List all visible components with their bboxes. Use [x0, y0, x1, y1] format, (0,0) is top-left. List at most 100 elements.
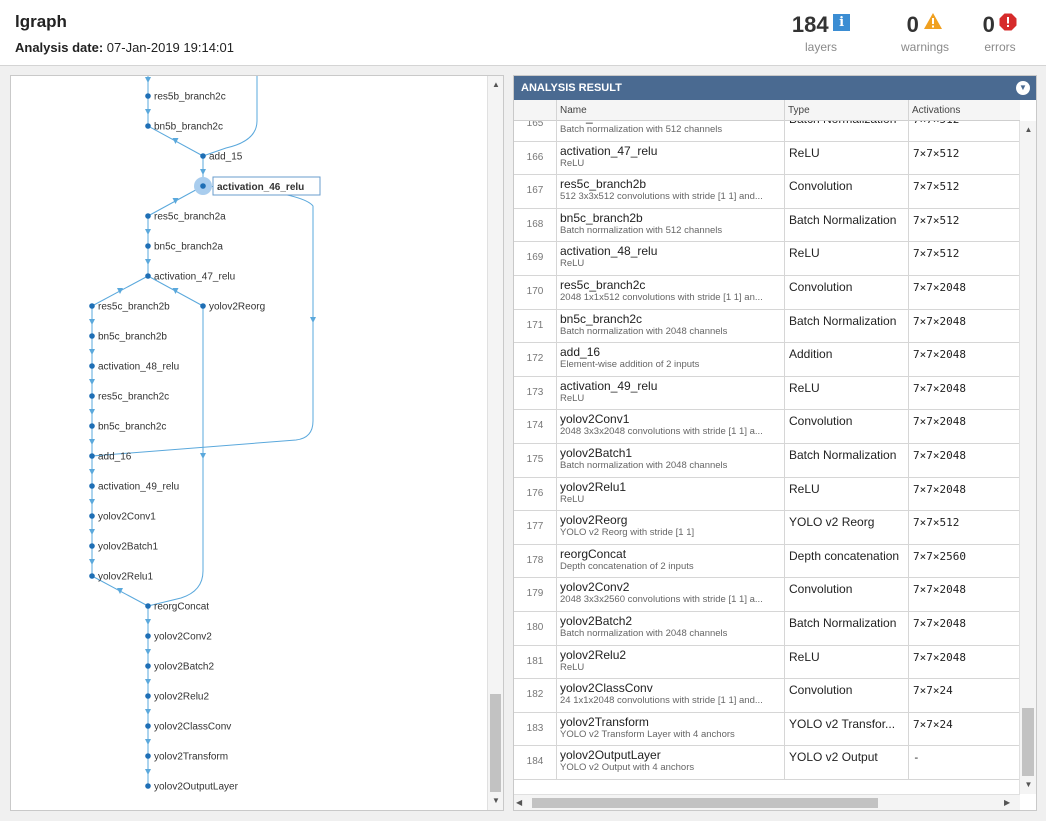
graph-node-dot[interactable] [89, 453, 95, 459]
scroll-down-icon[interactable]: ▼ [1024, 780, 1033, 789]
graph-node[interactable]: activation_47_relu [145, 272, 235, 283]
graph-node-dot[interactable] [89, 483, 95, 489]
graph-node[interactable]: activation_48_relu [89, 362, 179, 373]
layer-name: yolov2Batch2 [560, 613, 633, 628]
graph-scroll-thumb[interactable] [490, 694, 501, 792]
graph-node-dot[interactable] [145, 783, 151, 789]
graph-node[interactable]: yolov2Batch2 [145, 662, 214, 673]
graph-node-dot[interactable] [145, 753, 151, 759]
graph-node-dot[interactable] [89, 543, 95, 549]
graph-node[interactable]: reorgConcat [145, 602, 209, 613]
graph-node-dot[interactable] [145, 243, 151, 249]
scroll-down-icon[interactable]: ▼ [492, 796, 500, 805]
graph-node-dot[interactable] [89, 333, 95, 339]
graph-node[interactable]: add_16 [89, 452, 132, 463]
graph-node-dot[interactable] [145, 693, 151, 699]
layer-name: bn5c_branch2b [560, 210, 643, 225]
graph-node[interactable]: yolov2Reorg [200, 302, 265, 313]
graph-node-dot[interactable] [200, 303, 206, 309]
graph-node[interactable]: res5c_branch2a [145, 212, 226, 223]
table-horizontal-scrollbar[interactable]: ◀ ▶ [514, 794, 1020, 810]
graph-node-dot[interactable] [89, 393, 95, 399]
scroll-up-icon[interactable]: ▲ [492, 80, 500, 89]
graph-node-dot[interactable] [145, 273, 151, 279]
graph-node-dot[interactable] [200, 183, 206, 189]
collapse-icon[interactable]: ▼ [1016, 81, 1030, 95]
graph-node[interactable]: yolov2Conv2 [145, 632, 212, 643]
graph-node[interactable]: activation_49_relu [89, 482, 179, 493]
graph-node-dot[interactable] [145, 633, 151, 639]
graph-node[interactable]: res5c_branch2b [89, 302, 170, 313]
table-hscroll-thumb[interactable] [532, 798, 878, 808]
graph-node[interactable]: yolov2Batch1 [89, 542, 158, 553]
row-index: 169 [526, 252, 544, 264]
graph-node[interactable]: yolov2Transform [145, 752, 228, 763]
layer-graph[interactable]: res5b_branch2c bn5b_branch2c add_15activat… [11, 76, 489, 811]
edge-arrow [117, 588, 123, 594]
table-vertical-scrollbar[interactable]: ▲ ▼ [1019, 121, 1036, 794]
table-row[interactable]: 165bn5c_branch2aBatch normalization with… [514, 121, 1020, 142]
edge-arrow [89, 439, 95, 445]
graph-node[interactable]: activation_46_relu [194, 176, 321, 196]
graph-node[interactable]: bn5c_branch2a [145, 242, 223, 253]
column-header-index[interactable] [514, 100, 556, 121]
graph-node-dot[interactable] [89, 423, 95, 429]
graph-node-dot[interactable] [145, 123, 151, 129]
graph-vertical-scrollbar[interactable]: ▲ ▼ [487, 76, 503, 810]
scroll-up-icon[interactable]: ▲ [1024, 125, 1033, 134]
graph-node[interactable]: bn5c_branch2c [89, 422, 166, 433]
info-icon: i [833, 14, 851, 31]
column-header-name[interactable]: Name [556, 100, 784, 121]
scroll-right-icon[interactable]: ▶ [1004, 798, 1011, 807]
graph-node[interactable]: bn5c_branch2b [89, 332, 167, 343]
graph-node-label: activation_47_relu [154, 272, 235, 283]
graph-node-dot[interactable] [145, 213, 151, 219]
graph-node[interactable]: add_15 [200, 152, 243, 163]
graph-node-dot[interactable] [89, 513, 95, 519]
graph-node-dot[interactable] [89, 363, 95, 369]
layer-table[interactable]: 165bn5c_branch2aBatch normalization with… [514, 121, 1020, 794]
graph-node-dot[interactable] [145, 603, 151, 609]
column-header-activations[interactable]: Activations [908, 100, 1020, 121]
layer-type: Convolution [784, 175, 908, 208]
graph-node[interactable]: res5c_branch2c [89, 392, 169, 403]
column-header-type[interactable]: Type [784, 100, 908, 121]
graph-node[interactable]: yolov2Conv1 [89, 512, 156, 523]
graph-node-dot[interactable] [200, 153, 206, 159]
graph-node-dot[interactable] [145, 723, 151, 729]
graph-node[interactable]: yolov2Relu1 [89, 572, 153, 583]
graph-node-dot[interactable] [145, 93, 151, 99]
graph-node[interactable]: bn5b_branch2c [145, 122, 223, 133]
layers-count: 184 [791, 12, 829, 37]
graph-node[interactable]: yolov2ClassConv [145, 722, 231, 733]
graph-node-dot[interactable] [89, 573, 95, 579]
graph-node[interactable]: res5b_branch2c [145, 92, 226, 103]
graph-node[interactable]: yolov2Relu2 [145, 692, 209, 703]
layer-type: YOLO v2 Output [784, 746, 908, 779]
graph-node-dot[interactable] [145, 663, 151, 669]
graph-node[interactable]: yolov2OutputLayer [145, 782, 239, 793]
table-vscroll-thumb[interactable] [1022, 708, 1034, 776]
graph-node-dot[interactable] [89, 303, 95, 309]
scroll-left-icon[interactable]: ◀ [516, 798, 523, 807]
